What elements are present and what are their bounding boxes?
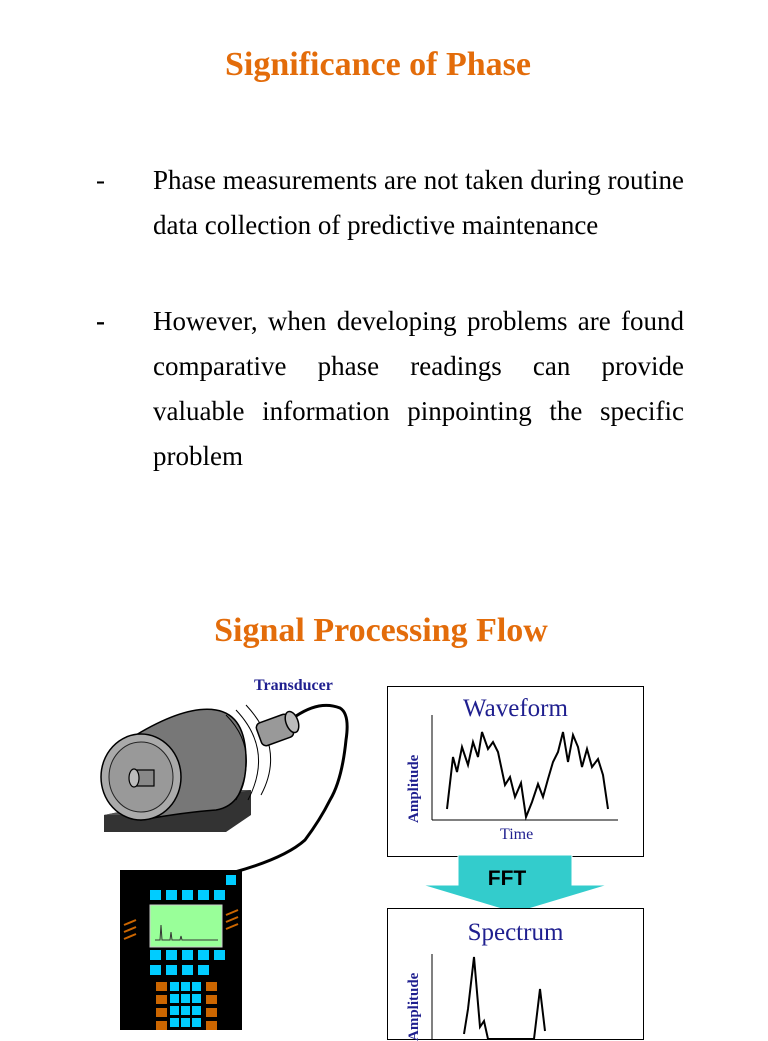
bullet-text: However, when developing problems are fo… bbox=[153, 306, 684, 471]
bullet-marker: - bbox=[96, 165, 105, 195]
bullet-marker: - bbox=[96, 306, 105, 336]
bullet-text: Phase measurements are not taken during … bbox=[153, 165, 684, 240]
transducer-label: Transducer bbox=[254, 677, 333, 694]
waveform-xlabel: Time bbox=[500, 826, 534, 843]
spectrum-plot bbox=[431, 954, 546, 1040]
fft-arrow-icon bbox=[421, 854, 609, 914]
spectrum-panel: Spectrum Amplitude bbox=[387, 908, 644, 1041]
waveform-plot bbox=[431, 715, 618, 821]
waveform-panel: Waveform Amplitude Time bbox=[387, 686, 644, 857]
analyzer-device-icon bbox=[120, 870, 242, 1030]
spectrum-trace bbox=[463, 956, 546, 1040]
transducer-icon bbox=[234, 703, 349, 874]
fft-label: FFT bbox=[487, 867, 527, 890]
spectrum-title: Spectrum bbox=[467, 919, 564, 946]
section-title: Signal Processing Flow bbox=[214, 612, 548, 649]
bullet-item: - Phase measurements are not taken durin… bbox=[96, 158, 684, 248]
waveform-title: Waveform bbox=[463, 695, 568, 722]
bullet-item: - However, when developing problems are … bbox=[96, 299, 684, 479]
motor-icon bbox=[100, 704, 272, 832]
page-title: Significance of Phase bbox=[225, 46, 531, 83]
waveform-trace bbox=[446, 731, 609, 821]
